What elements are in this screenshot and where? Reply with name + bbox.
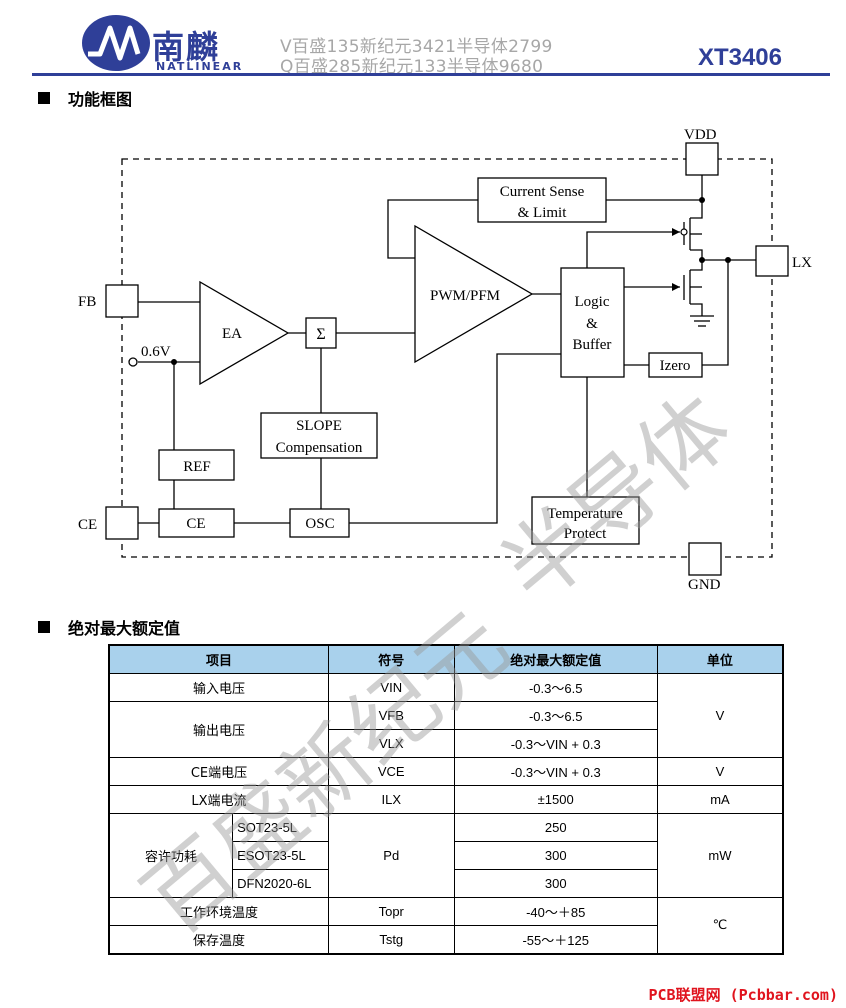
natlinear-logo-icon	[82, 15, 150, 71]
label-fb: FB	[78, 294, 96, 310]
label-vref: 0.6V	[141, 344, 171, 360]
label-protect: Protect	[564, 526, 607, 542]
slope-block	[260, 412, 378, 459]
label-logic: Logic	[575, 294, 610, 310]
label-osc: OSC	[305, 516, 334, 532]
table-row: 容许功耗 SOT23-5L Pd 250 mW	[108, 813, 784, 898]
label-ref: REF	[183, 459, 211, 475]
pmos-gate-bubble	[680, 228, 688, 236]
label-limit: & Limit	[518, 205, 568, 221]
brand-name-en: NATLINEAR	[156, 60, 244, 73]
section-title-block-diagram: 功能框图	[38, 86, 132, 110]
pin-fb	[105, 284, 139, 318]
absolute-max-ratings-table: 项目 符号 绝对最大额定值 单位 输入电压 VIN -0.3～6.5 V 输出电…	[108, 644, 784, 955]
junction-dot	[725, 257, 731, 263]
temp-block	[531, 496, 640, 545]
table-row: 保存温度 Tstg -55～＋125	[108, 925, 783, 955]
brand-name-cn: 南麟	[152, 28, 221, 66]
ref-block	[158, 449, 235, 481]
header-unit: 单位	[656, 644, 784, 674]
chip-boundary	[121, 158, 773, 558]
table-row: 工作环境温度 Topr -40～＋85 ℃	[108, 897, 784, 955]
label-ce-block: CE	[186, 516, 205, 532]
label-compensation: Compensation	[276, 440, 363, 456]
logic-block	[560, 267, 625, 378]
pin-ce	[105, 506, 139, 540]
header-item: 项目	[108, 644, 329, 674]
junction-dot	[699, 197, 705, 203]
table-row: ESOT23-5L 300	[109, 841, 783, 870]
label-amp: &	[586, 316, 598, 332]
label-izero: Izero	[660, 358, 691, 374]
junction-dot	[171, 359, 177, 365]
table-row: LX端电流 ILX ±1500 mA	[108, 785, 784, 814]
bullet-square-icon	[38, 92, 50, 104]
label-buffer: Buffer	[573, 337, 612, 353]
ea-block	[199, 280, 290, 386]
footer-site-link[interactable]: PCB联盟网 (Pcbbar.com)	[648, 986, 839, 1004]
promo-line-1: V百盛135新纪元3421半导体2799	[280, 37, 553, 57]
section-title-text: 功能框图	[68, 90, 133, 109]
header-value: 绝对最大额定值	[453, 644, 658, 674]
label-temperature: Temperature	[547, 506, 623, 522]
section-title-ratings: 绝对最大额定值	[38, 615, 180, 639]
label-lx: LX	[792, 255, 812, 271]
label-vdd: VDD	[684, 127, 717, 143]
label-ce-pin: CE	[78, 517, 97, 533]
table-header-row: 项目 符号 绝对最大额定值 单位	[108, 644, 784, 674]
pin-lx	[755, 245, 789, 277]
pin-vdd	[685, 142, 719, 176]
pwm-block	[414, 224, 534, 364]
table-row: CE端电压 VCE -0.3～VIN + 0.3 V	[108, 757, 784, 786]
promo-line-2: Q百盛285新纪元133半导体9680	[280, 57, 544, 77]
arrow-icon	[672, 283, 680, 291]
pin-gnd	[688, 542, 722, 576]
label-slope: SLOPE	[296, 418, 342, 434]
block-diagram: VDD LX FB CE GND 0.6V Current Sense & Li…	[78, 127, 812, 593]
table-row: 输入电压 VIN -0.3～6.5 V	[108, 673, 784, 758]
label-sum: Σ	[316, 326, 325, 343]
section-title-text: 绝对最大额定值	[68, 619, 181, 638]
label-pwm: PWM/PFM	[430, 288, 500, 304]
junction-dot	[699, 257, 705, 263]
vref-terminal	[128, 357, 138, 367]
header-symbol: 符号	[327, 644, 455, 674]
label-current-sense: Current Sense	[500, 184, 585, 200]
label-ea: EA	[222, 326, 242, 342]
header-rule	[32, 73, 830, 76]
bullet-square-icon	[38, 621, 50, 633]
osc-block	[289, 508, 350, 538]
arrow-icon	[672, 228, 680, 236]
part-number: XT3406	[697, 44, 782, 71]
label-gnd: GND	[688, 577, 721, 593]
